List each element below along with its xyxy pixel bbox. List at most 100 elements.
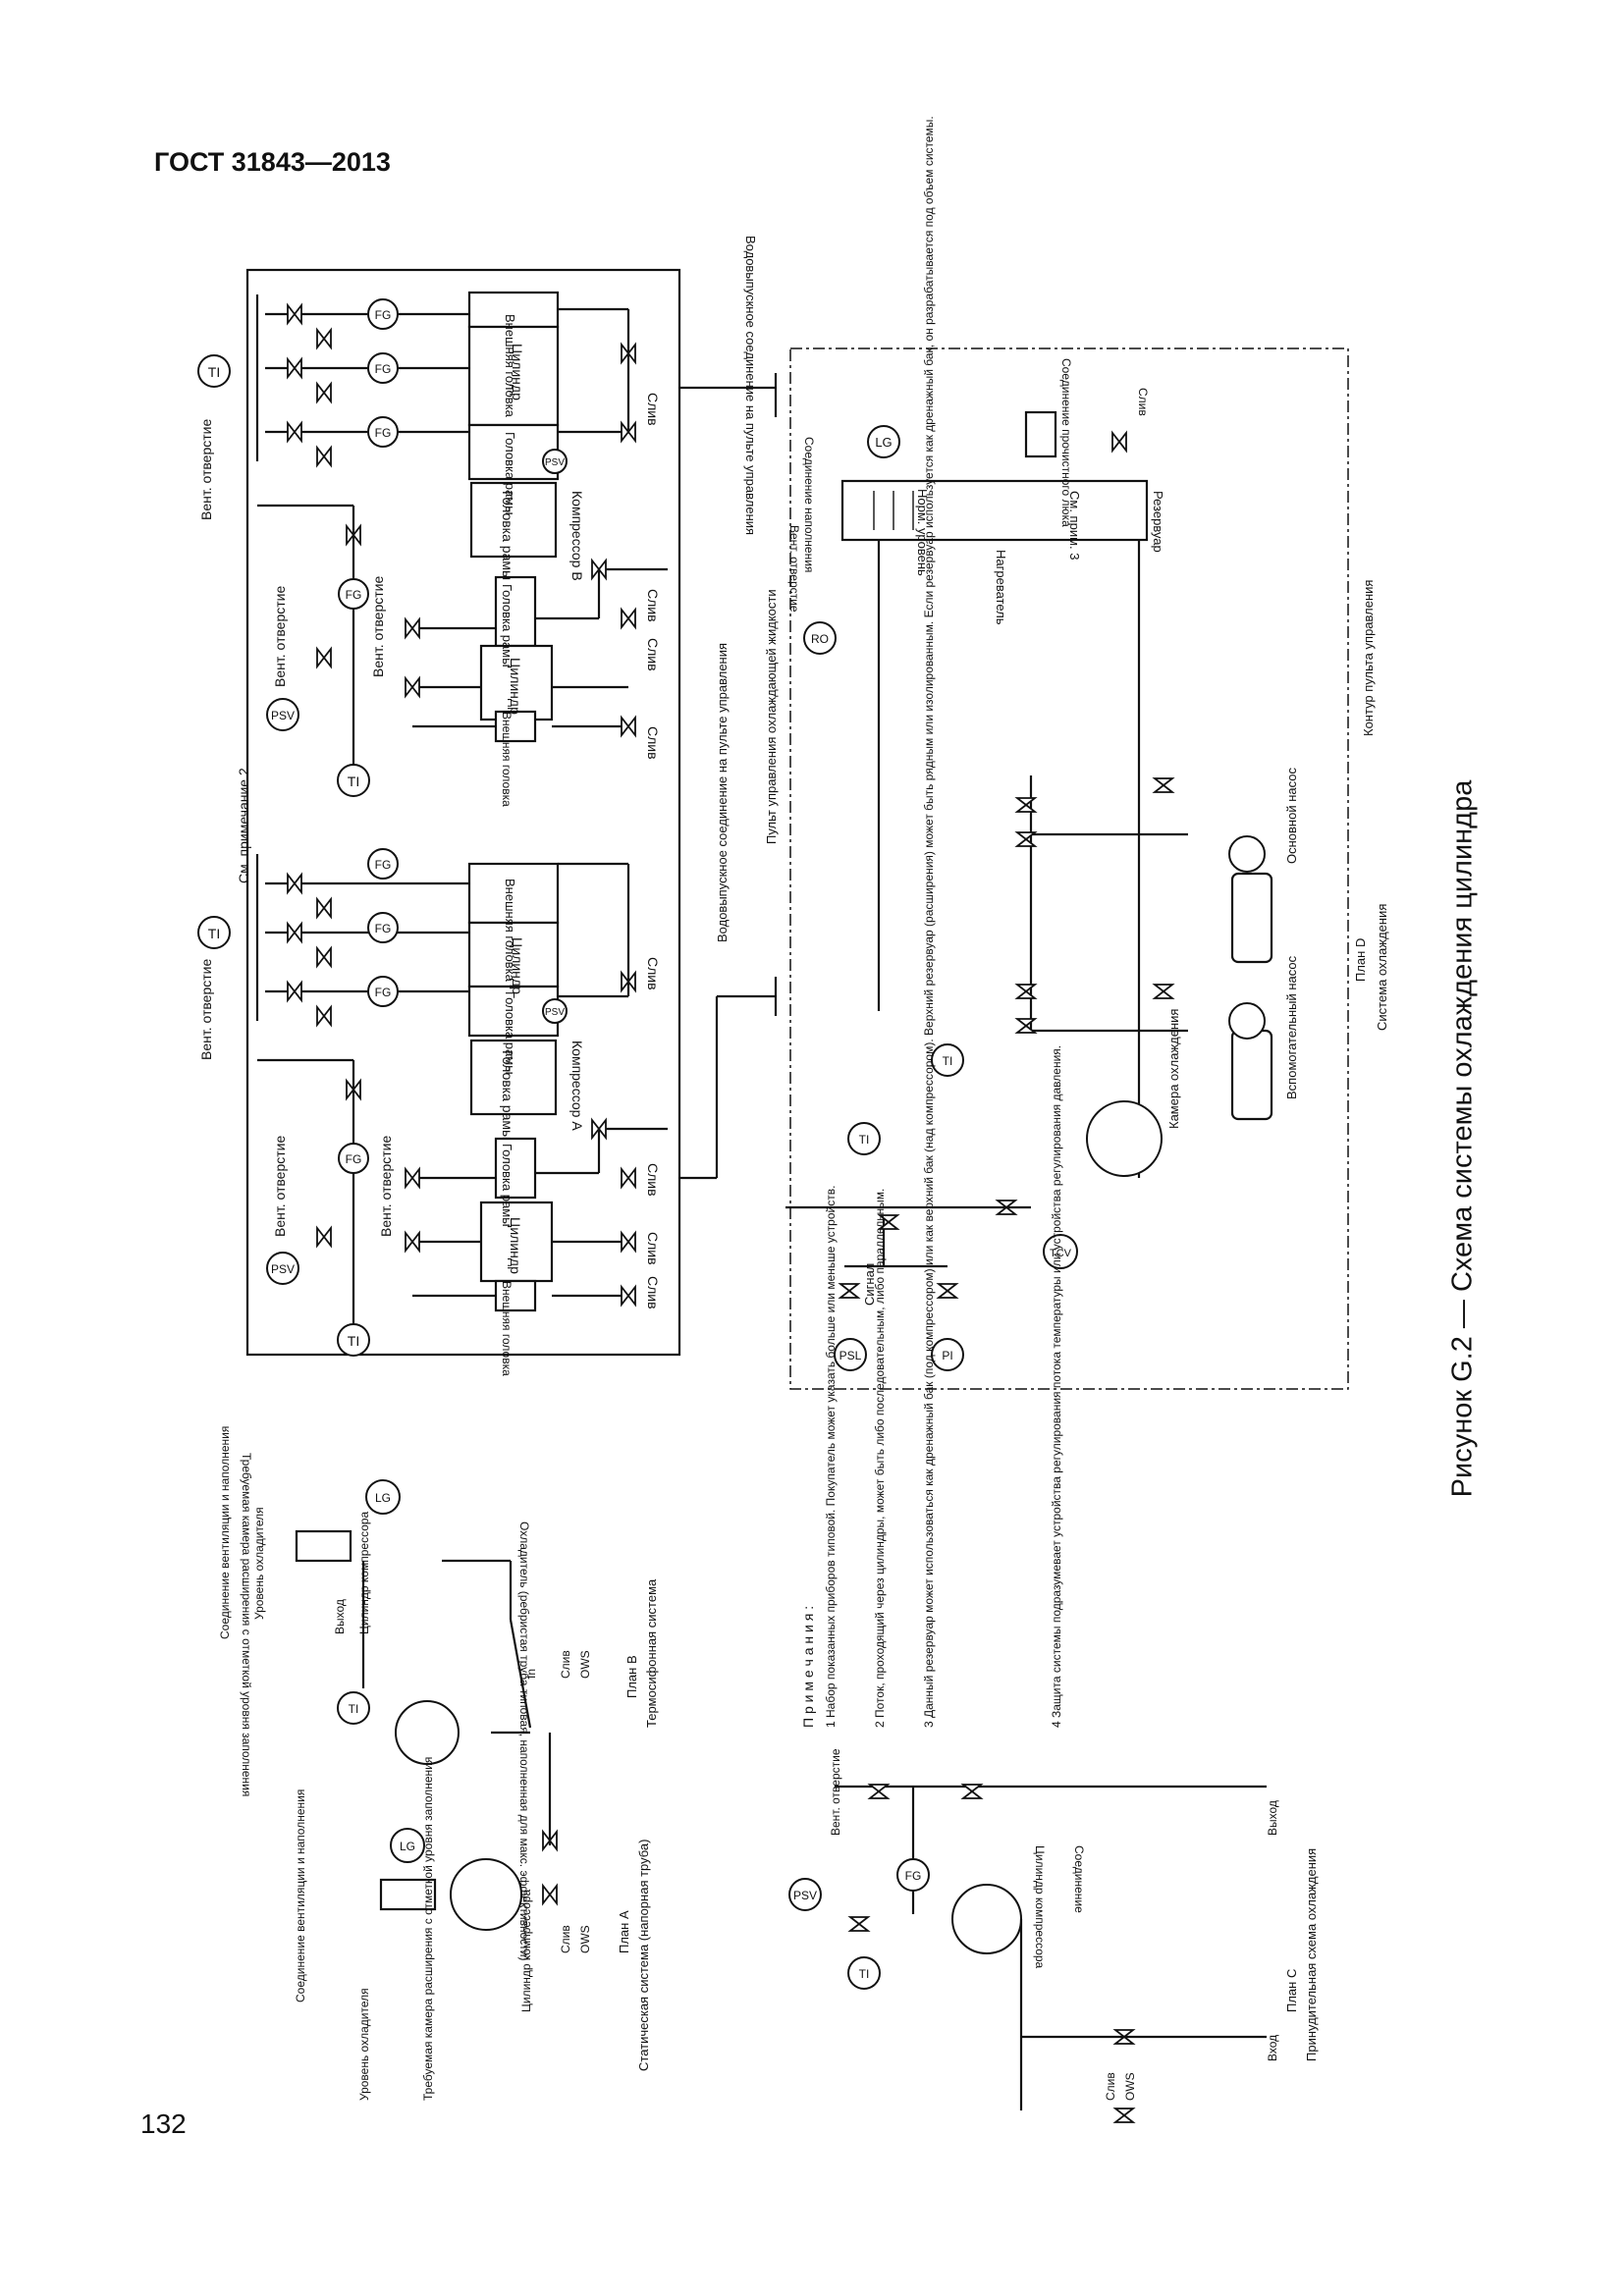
svg-text:2 Поток, проходящий через цили: 2 Поток, проходящий через цилиндры, може…: [873, 1189, 887, 1728]
svg-text:Термосифонная система: Термосифонная система: [644, 1578, 659, 1728]
svg-text:Вент. отверстие: Вент. отверстие: [787, 525, 801, 613]
ti-indicators: TI TI TI TI: [197, 354, 370, 1357]
svg-text:Уровень охладителя: Уровень охладителя: [252, 1507, 266, 1620]
svg-text:4 Защита системы подразумевает: 4 Защита системы подразумевает устройств…: [1050, 1045, 1063, 1728]
svg-text:Соединение наполнения: Соединение наполнения: [802, 437, 816, 572]
svg-text:Соединение прочистного люка: Соединение прочистного люка: [1059, 358, 1073, 527]
svg-text:Вент. отверстие: Вент. отверстие: [829, 1748, 842, 1836]
svg-text:Соединение: Соединение: [1072, 1845, 1086, 1913]
svg-text:TI: TI: [349, 1702, 359, 1716]
svg-text:Слив: Слив: [645, 638, 661, 671]
svg-text:FG: FG: [375, 986, 392, 999]
svg-text:FG: FG: [375, 426, 392, 440]
svg-text:Цилиндр компрессора: Цилиндр компрессора: [519, 1889, 533, 2012]
svg-text:Слив: Слив: [645, 589, 661, 622]
svg-text:FG: FG: [346, 1152, 362, 1166]
svg-text:TI: TI: [859, 1133, 870, 1147]
svg-text:LG: LG: [400, 1840, 415, 1853]
notes: П р и м е ч а н и я : 1 Набор показанных…: [800, 116, 1063, 1728]
svg-text:Требуемая камера расширения с: Требуемая камера расширения с отметкой у…: [421, 1757, 435, 2101]
plan-d-cooling-system: Водовыпускное соединение на пульте управ…: [715, 236, 1389, 1390]
compressor-system: TI TI TI TI FG FG FG FG FG FG FG FG PSV …: [197, 268, 776, 1376]
svg-text:Вент. отверстие: Вент. отверстие: [198, 419, 214, 520]
svg-text:FG: FG: [375, 308, 392, 322]
svg-text:FG: FG: [375, 858, 392, 872]
svg-text:Соединение вентиляции и наполн: Соединение вентиляции и наполнения: [294, 1789, 307, 2002]
svg-text:TI: TI: [348, 774, 359, 789]
svg-text:Головка рамы: Головка рамы: [500, 1144, 514, 1227]
psv-indicators: PSV PSV PSV PSV: [266, 449, 568, 1285]
svg-text:Компрессор В: Компрессор В: [569, 491, 585, 581]
svg-text:Слив: Слив: [645, 726, 661, 760]
compressor-a: [255, 854, 668, 1325]
svg-text:PSV: PSV: [545, 457, 565, 468]
document-header: ГОСТ 31843—2013: [154, 147, 391, 177]
svg-text:TI: TI: [943, 1054, 953, 1068]
svg-text:FG: FG: [375, 922, 392, 935]
svg-text:Основной насос: Основной насос: [1284, 768, 1299, 864]
svg-text:Вент. отверстие: Вент. отверстие: [370, 576, 386, 677]
svg-text:Слив: Слив: [645, 1163, 661, 1197]
svg-text:Водовыпускное соединение на пу: Водовыпускное соединение на пульте управ…: [743, 236, 758, 535]
svg-text:Головка рамы: Головка рамы: [503, 432, 517, 515]
plan-c-forced: PSV FG TI Вент. отверстие Цилиндр компре…: [788, 1748, 1319, 2123]
svg-text:План А: План А: [617, 1910, 631, 1953]
svg-text:Слив: Слив: [559, 1650, 572, 1679]
svg-text:Цилиндр: Цилиндр: [510, 937, 525, 994]
svg-text:Резервуар: Резервуар: [1151, 491, 1165, 553]
svg-text:Компрессор А: Компрессор А: [569, 1041, 585, 1131]
svg-text:Слив: Слив: [559, 1925, 572, 1953]
svg-text:Внешняя головка: Внешняя головка: [503, 879, 517, 983]
svg-text:PSV: PSV: [545, 1007, 565, 1018]
svg-text:Слив: Слив: [1104, 2072, 1117, 2101]
svg-text:Внешняя головка: Внешняя головка: [503, 314, 517, 418]
svg-text:Вент. отверстие: Вент. отверстие: [198, 959, 214, 1060]
plan-b-thermosiphon: LG TI Соединение вентиляции и наполнения…: [218, 1426, 659, 1961]
svg-text:Цилиндр: Цилиндр: [508, 658, 523, 715]
page-number: 132: [140, 2109, 187, 2139]
fg-indicators: FG FG FG FG FG FG FG FG: [338, 298, 399, 1174]
svg-text:Вент. отверстие: Вент. отверстие: [272, 1136, 288, 1237]
svg-text:Слив: Слив: [1136, 388, 1150, 416]
plan-a-static: LG Соединение вентиляции и наполнения Ур…: [294, 1757, 651, 2101]
svg-text:FG: FG: [375, 362, 392, 376]
svg-text:TI: TI: [208, 364, 220, 380]
svg-text:Вспомогательный насос: Вспомогательный насос: [1284, 955, 1299, 1099]
svg-text:Цилиндр компрессора: Цилиндр компрессора: [357, 1511, 371, 1634]
svg-text:Выход: Выход: [333, 1599, 347, 1634]
svg-text:Сигнал: Сигнал: [862, 1263, 877, 1306]
svg-text:TI: TI: [348, 1333, 359, 1349]
svg-text:Выход: Выход: [1266, 1800, 1279, 1836]
svg-text:Слив: Слив: [645, 393, 661, 426]
svg-text:Контур пульта управления: Контур пульта управления: [1361, 580, 1376, 736]
svg-text:Головка рамы: Головка рамы: [500, 491, 515, 580]
svg-text:Вент. отверстие: Вент. отверстие: [378, 1136, 394, 1237]
svg-text:1 Набор показанных приборов ти: 1 Набор показанных приборов типовой. Пок…: [824, 1186, 838, 1728]
main-pump: Основной насос: [1228, 768, 1299, 964]
svg-text:OWS: OWS: [578, 1925, 592, 1953]
svg-text:FG: FG: [346, 588, 362, 602]
svg-text:Вент. отверстие: Вент. отверстие: [272, 586, 288, 687]
svg-text:TCV: TCV: [1050, 1248, 1072, 1259]
svg-text:П р и м е ч а н и я :: П р и м е ч а н и я :: [800, 1606, 816, 1728]
svg-text:Нагреватель: Нагреватель: [994, 550, 1008, 625]
svg-text:OWS: OWS: [578, 1650, 592, 1679]
svg-text:Соединение вентиляции и наполн: Соединение вентиляции и наполнения: [218, 1426, 232, 1639]
heater-reservoir: [840, 479, 1149, 542]
svg-text:In: In: [524, 1669, 538, 1679]
svg-text:Камера охлаждения: Камера охлаждения: [1166, 1009, 1181, 1129]
svg-text:Требуемая камера расширения с: Требуемая камера расширения с отметкой у…: [240, 1453, 253, 1796]
svg-text:См. примечание 2: См. примечание 2: [236, 768, 251, 883]
svg-text:Головка рамы: Головка рамы: [503, 991, 517, 1075]
svg-text:PSV: PSV: [271, 1262, 295, 1276]
svg-text:Вход: Вход: [1266, 2035, 1279, 2061]
svg-text:PSV: PSV: [271, 709, 295, 722]
svg-text:Внешняя головка: Внешняя головка: [500, 1281, 514, 1376]
svg-text:LG: LG: [375, 1491, 391, 1505]
svg-text:Внешняя головка: Внешняя головка: [500, 712, 514, 807]
svg-text:Головка рамы: Головка рамы: [500, 1050, 515, 1140]
svg-text:Система охлаждения: Система охлаждения: [1375, 904, 1389, 1031]
svg-text:План D: План D: [1353, 938, 1368, 982]
svg-text:PSV: PSV: [793, 1889, 817, 1902]
svg-text:Слив: Слив: [645, 1232, 661, 1265]
